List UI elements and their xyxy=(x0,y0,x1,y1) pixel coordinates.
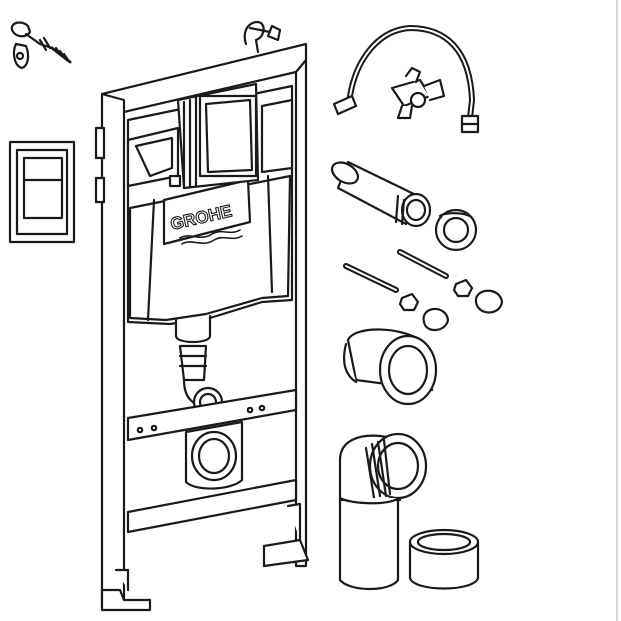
wall-anchor-bolt xyxy=(10,21,72,70)
nuts-and-caps xyxy=(398,278,504,332)
pan-connector-sleeve xyxy=(343,328,438,406)
end-cap xyxy=(408,528,480,590)
sealing-ring xyxy=(434,208,478,252)
drain-elbow xyxy=(338,432,428,590)
threaded-rods xyxy=(343,249,449,293)
frame-border xyxy=(616,0,618,621)
flush-pipe-connector xyxy=(330,160,432,228)
water-supply-hose xyxy=(332,25,480,134)
angle-valve xyxy=(390,66,446,120)
installation-frame: GROHE xyxy=(94,20,310,612)
flush-plate xyxy=(8,140,76,244)
